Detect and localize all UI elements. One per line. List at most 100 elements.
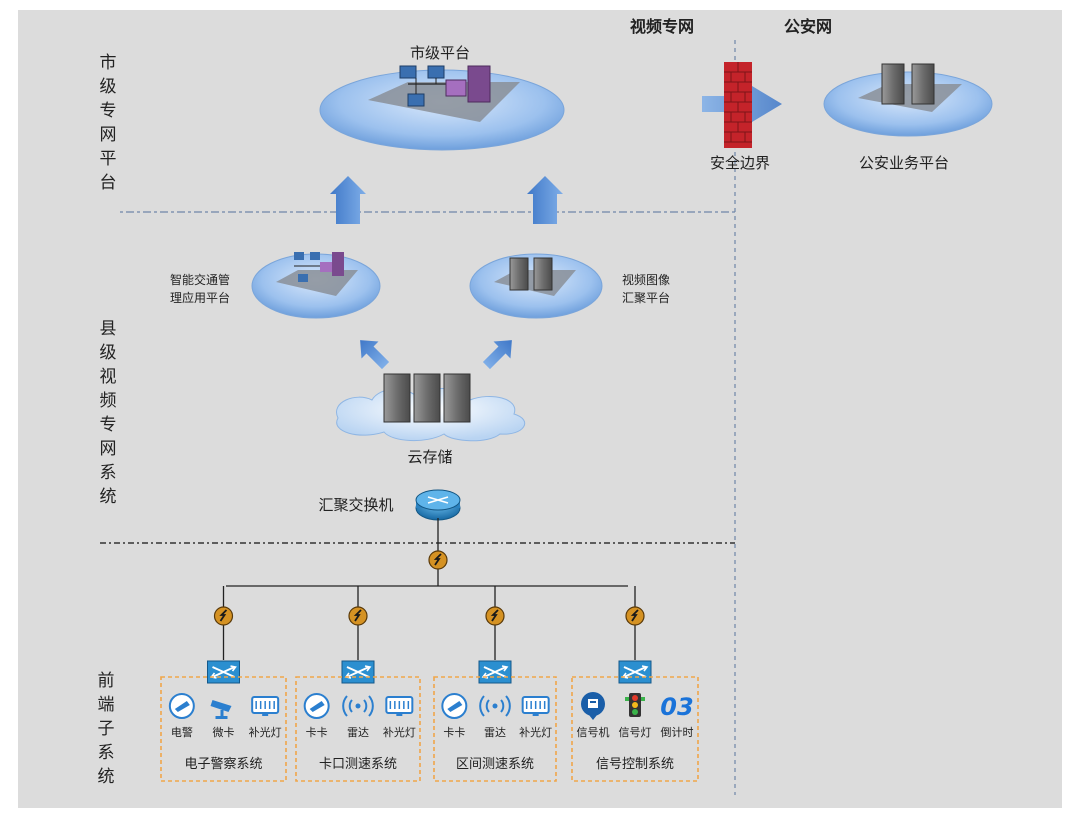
subsystem-2: 卡卡雷达补光灯卡口测速系统: [295, 586, 421, 782]
access-switch-icon: [478, 660, 512, 684]
countdown-icon: 03: [660, 693, 693, 721]
tier-label-char: 专: [100, 415, 117, 435]
tier-label-char: 系: [100, 463, 117, 483]
security-boundary-node: 安全边界: [702, 62, 782, 172]
workstation-icon: [298, 274, 308, 282]
upload-arrow-icon: [527, 176, 563, 224]
access-switch-icon: [341, 660, 375, 684]
device-label: 卡卡: [443, 726, 465, 739]
city-platform-node: 市级平台: [319, 44, 565, 151]
tier-label-char: 平: [100, 149, 117, 169]
tier-label-char: 统: [100, 487, 117, 507]
subsystem-box: [571, 676, 699, 782]
server-tower-icon: [467, 65, 491, 103]
upload-arrow-icon: [482, 340, 512, 370]
camera-icon: [168, 693, 195, 719]
server-rack-icon: [533, 257, 553, 291]
device-label: 补光灯: [383, 725, 416, 739]
police-platform-node: 公安业务平台: [823, 63, 993, 172]
cloud-storage-node: 云存储: [336, 373, 526, 466]
server-rack-icon: [443, 373, 471, 423]
connector-icon: [485, 606, 505, 626]
city-platform-label: 市级平台: [410, 44, 470, 62]
tier-label-char: 台: [100, 173, 117, 193]
subsystem-box: [295, 676, 421, 782]
traffic-platform-node: 智能交通管 理应用平台: [170, 252, 381, 319]
workstation-icon: [427, 65, 445, 79]
tier-label-char: 统: [98, 767, 115, 787]
tier-label-char: 系: [98, 743, 115, 763]
subsystem-3: 卡卡 雷达补光灯区间测速系统: [433, 586, 557, 782]
connector-icon: [625, 606, 645, 626]
cloud-storage-label: 云存储: [407, 448, 452, 466]
aggregation-switch-label: 汇聚交换机: [318, 496, 393, 514]
server-rack-icon: [911, 63, 935, 105]
subsystem-4: 信号机信号灯 03 倒计时信号控制系统: [571, 586, 699, 782]
video-platform-label-line2: 汇聚平台: [622, 290, 670, 305]
subsystem-box: [160, 676, 287, 782]
video-platform-label-line1: 视频图像: [622, 272, 670, 287]
traffic-platform-label-line1: 智能交通管: [170, 272, 230, 287]
workstation-icon: [399, 65, 417, 79]
signal-controller-icon: [581, 692, 605, 720]
device-label: 雷达: [484, 726, 506, 739]
tier-label-char: 级: [100, 343, 117, 363]
fill-light-icon: [251, 696, 280, 716]
tier-label-char: 前: [98, 671, 115, 691]
device-label: 微卡: [213, 725, 235, 739]
device-label: 信号机: [577, 725, 610, 739]
tier-label-char: 市: [100, 53, 117, 73]
tier-label-char: 子: [98, 719, 115, 739]
countdown-display: 03: [660, 693, 693, 721]
device-label: 雷达: [347, 726, 369, 739]
monitor-icon: [445, 79, 467, 97]
workstation-icon: [310, 252, 320, 260]
fill-light-icon: [385, 696, 414, 716]
server-rack-icon: [881, 63, 905, 105]
camera-icon: [303, 693, 330, 719]
traffic-platform-base: [276, 270, 358, 296]
tier-label-char: 县: [100, 319, 117, 339]
diagram-background: [18, 10, 1062, 808]
radar-icon: [342, 695, 374, 717]
tier-label-char: 视: [100, 367, 117, 387]
access-switch-icon: [618, 660, 652, 684]
server-rack-icon: [413, 373, 441, 423]
device-label: 信号灯: [619, 726, 652, 739]
server-rack-icon: [509, 257, 529, 291]
subsystem-name: 区间测速系统: [456, 757, 534, 772]
subsystem-name: 电子警察系统: [184, 756, 262, 772]
police-network-header: 公安网: [784, 17, 832, 36]
connector-icon: [348, 606, 368, 626]
radar-icon: [479, 695, 511, 717]
subsystem-box: [433, 676, 557, 782]
router-arrows: [427, 496, 449, 504]
fill-light-icon: [521, 696, 550, 716]
tier-label-char: 级: [100, 77, 117, 97]
device-label: 补光灯: [519, 725, 552, 739]
aggregation-switch-node: 汇聚交换机: [318, 489, 461, 521]
connector-icon: [213, 606, 234, 626]
tier-label-char: 网: [100, 439, 117, 459]
upload-arrow-icon: [330, 176, 366, 224]
police-platform-label: 公安业务平台: [859, 154, 949, 172]
device-label: 倒计时: [661, 726, 694, 739]
traffic-light-icon: [625, 693, 645, 717]
workstation-icon: [294, 252, 304, 260]
subsystem-1: 电警微卡补光灯电子警察系统: [160, 586, 287, 782]
tier-label-char: 端: [98, 695, 115, 715]
traffic-platform-label-line2: 理应用平台: [170, 290, 230, 305]
tier-label-char: 频: [100, 391, 117, 411]
bullet-camera-icon: [210, 700, 232, 719]
subsystem-name: 信号控制系统: [596, 757, 674, 772]
upload-arrow-icon: [360, 340, 390, 370]
camera-icon: [441, 693, 468, 719]
tier-label-char: 专: [100, 101, 117, 121]
subsystem-name: 卡口测速系统: [319, 757, 397, 772]
device-label: 电警: [171, 725, 193, 739]
server-rack-icon: [383, 373, 411, 423]
